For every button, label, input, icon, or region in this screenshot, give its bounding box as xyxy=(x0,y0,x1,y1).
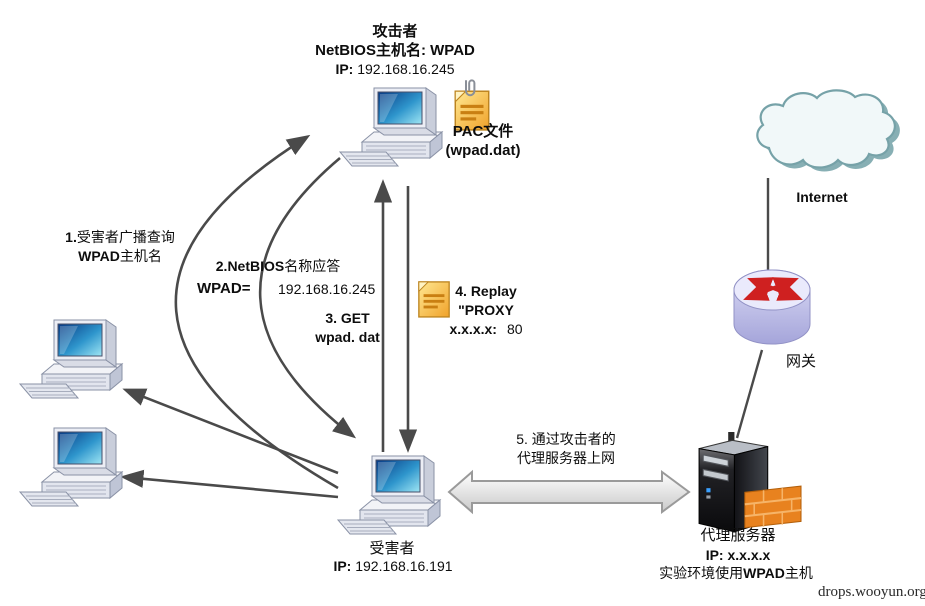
proxy-note: 实验环境使用WPAD主机 xyxy=(659,565,813,581)
attacker-netbios-line: NetBIOS主机名: WPAD xyxy=(315,42,475,59)
victim-ip-line: IP: 192.168.16.191 xyxy=(333,558,453,574)
victim-pc-icon xyxy=(336,452,448,546)
paperclip-icon xyxy=(461,79,479,101)
step5-label: 5. 通过攻击者的 代理服务器上网 xyxy=(516,431,616,466)
arrow-victim-to-client1 xyxy=(122,388,339,475)
step1-label: 1.受害者广播查询 WPAD主机名 xyxy=(65,229,175,264)
victim-title: 受害者 xyxy=(369,540,415,557)
arrow-broadcast-query xyxy=(174,134,339,490)
proxy-ip-line: IP: x.x.x.x xyxy=(705,547,771,563)
watermark: drops.wooyun.org xyxy=(818,584,925,600)
step2-label: 2.NetBIOS名称应答 xyxy=(215,258,341,274)
attacker-label: 攻击者 NetBIOS主机名: WPAD IP: 192.168.16.245 xyxy=(267,22,523,79)
pac-file-label: PAC文件 (wpad.dat) xyxy=(445,123,521,159)
attacker-ip-line: IP: 192.168.16.245 xyxy=(335,61,455,77)
step3-label: 3. GET wpad. dat xyxy=(315,310,380,345)
internet-label: Internet xyxy=(796,189,848,205)
arrow-victim-to-client2 xyxy=(120,469,339,499)
proxy-server-icon xyxy=(690,432,808,536)
arrow-netbios-reply xyxy=(258,157,357,439)
proxy-traffic-double-arrow xyxy=(447,469,691,515)
gateway-router-icon xyxy=(728,262,816,354)
internet-cloud-icon xyxy=(742,82,900,186)
link-gateway-proxy xyxy=(735,349,764,439)
step2-ip-value: 192.168.16.245 xyxy=(278,281,376,297)
proxy-title: 代理服务器 xyxy=(700,527,776,544)
step2-wpad-label: WPAD= xyxy=(197,280,251,297)
attacker-title: 攻击者 xyxy=(372,23,418,40)
gateway-label: 网关 xyxy=(785,353,816,370)
client-pc-icon-1 xyxy=(18,316,130,410)
client-pc-icon-2 xyxy=(18,424,130,518)
step4-label: 4. Replay "PROXY x.x.x.x:80 xyxy=(449,283,523,337)
